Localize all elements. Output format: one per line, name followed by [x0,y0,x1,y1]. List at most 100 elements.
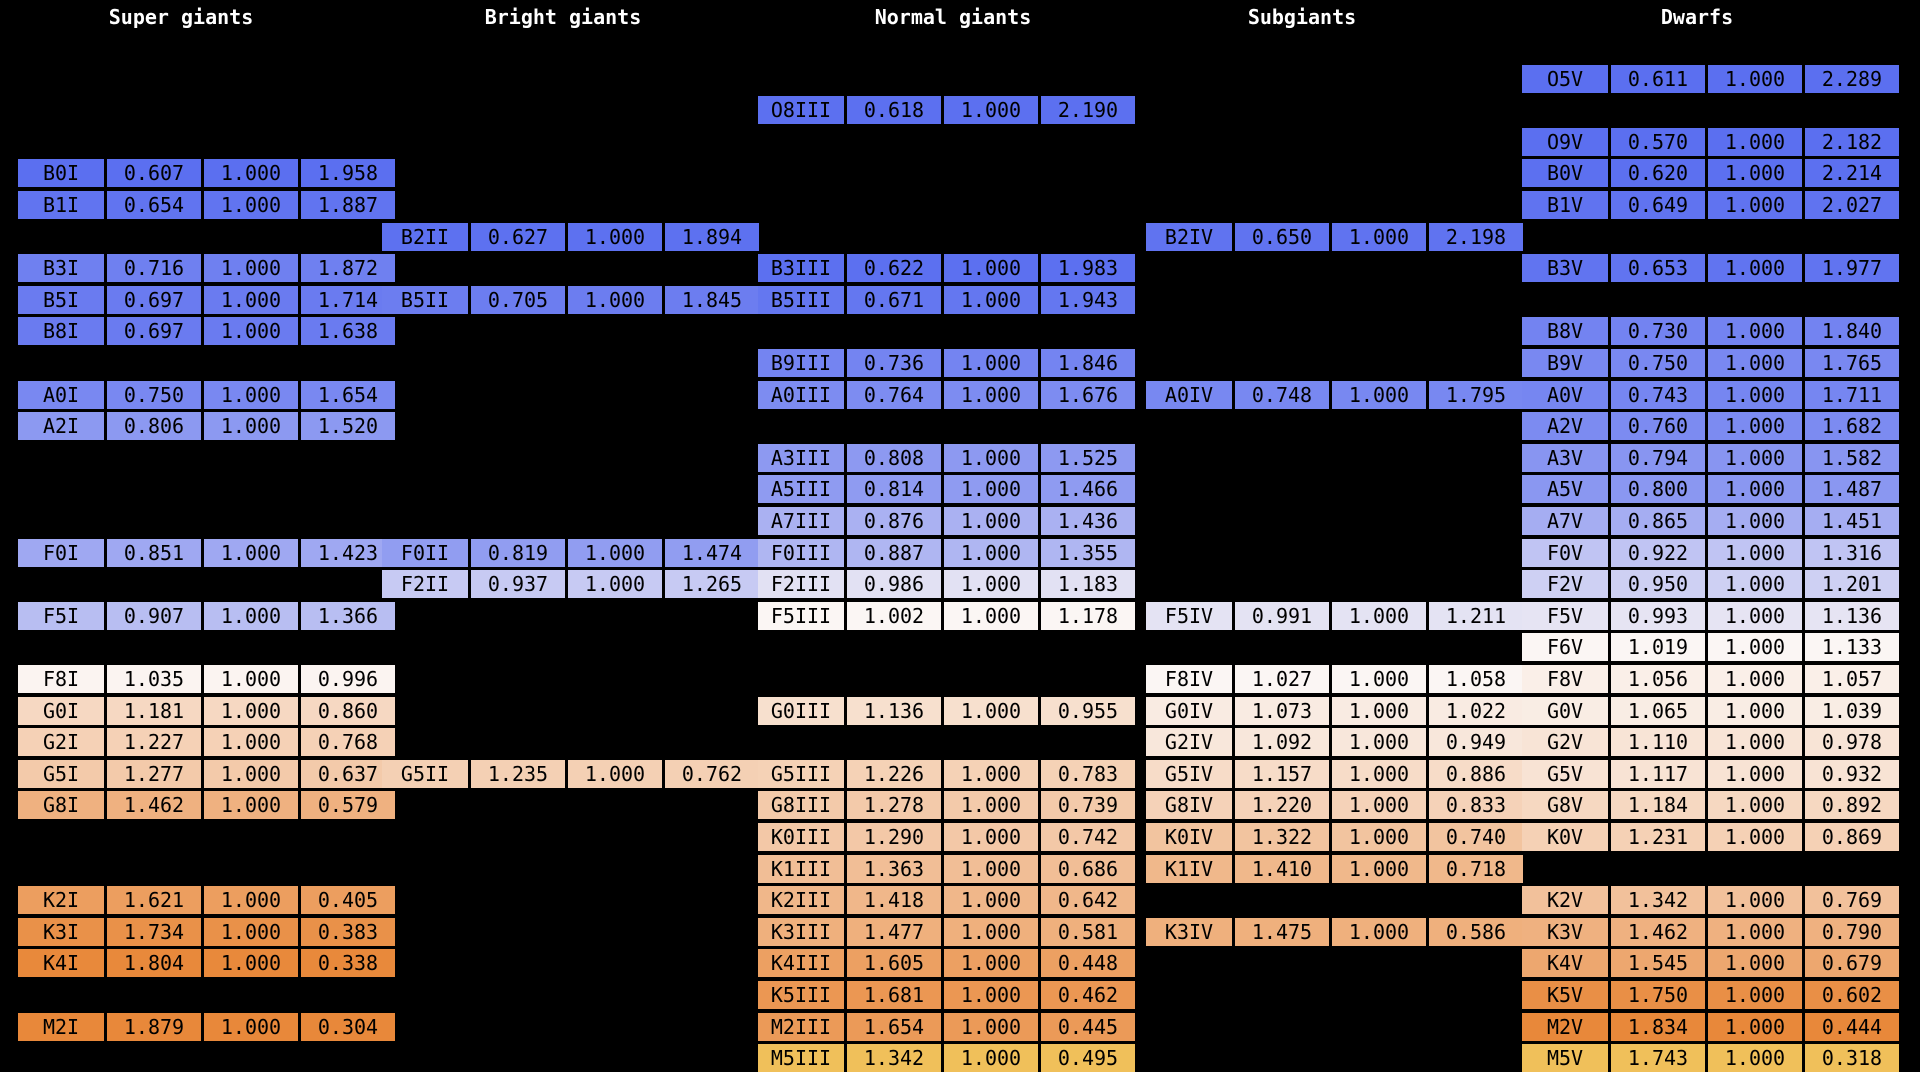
value-cell: 1.227 [107,728,201,756]
value-cell: 1.092 [1235,728,1329,756]
value-cell: 1.000 [944,981,1038,1009]
value-cell: 1.000 [204,665,298,693]
value-cell: 0.886 [1429,760,1523,788]
value-cell: 1.265 [665,570,759,598]
group-header: Subgiants [1247,5,1357,29]
spectral-class-cell: A7V [1522,507,1608,535]
spectral-class-cell: K0IV [1146,823,1232,851]
value-cell: 1.000 [1708,728,1802,756]
value-cell: 0.851 [107,539,201,567]
spectral-class-cell: G0V [1522,697,1608,725]
spectral-class-cell: K2I [18,886,104,914]
value-cell: 1.834 [1611,1013,1705,1041]
spectral-class-cell: K0V [1522,823,1608,851]
spectral-class-cell: G8IV [1146,791,1232,819]
value-cell: 1.058 [1429,665,1523,693]
value-cell: 0.405 [301,886,395,914]
value-cell: 0.869 [1805,823,1899,851]
value-cell: 0.865 [1611,507,1705,535]
value-cell: 0.860 [301,697,395,725]
value-cell: 1.451 [1805,507,1899,535]
value-cell: 0.783 [1041,760,1135,788]
value-cell: 0.986 [847,570,941,598]
value-cell: 1.000 [1708,475,1802,503]
value-cell: 1.000 [568,760,662,788]
value-cell: 1.000 [1332,728,1426,756]
value-cell: 1.290 [847,823,941,851]
value-cell: 1.000 [944,760,1038,788]
spectral-class-cell: A7III [758,507,844,535]
value-cell: 1.000 [944,570,1038,598]
spectral-class-cell: G8I [18,791,104,819]
spectral-class-cell: B0V [1522,159,1608,187]
value-cell: 1.582 [1805,444,1899,472]
value-cell: 1.894 [665,223,759,251]
spectral-class-cell: B5III [758,286,844,314]
value-cell: 1.000 [944,349,1038,377]
spectral-class-cell: G0III [758,697,844,725]
value-cell: 1.879 [107,1013,201,1041]
spectral-class-cell: B1I [18,191,104,219]
value-cell: 1.000 [1708,444,1802,472]
value-cell: 1.073 [1235,697,1329,725]
value-cell: 1.804 [107,949,201,977]
value-cell: 1.000 [1708,317,1802,345]
spectral-class-cell: O9V [1522,128,1608,156]
value-cell: 0.622 [847,254,941,282]
value-cell: 0.705 [471,286,565,314]
value-cell: 1.178 [1041,602,1135,630]
value-cell: 1.226 [847,760,941,788]
spectral-class-cell: G5V [1522,760,1608,788]
value-cell: 0.444 [1805,1013,1899,1041]
spectral-class-cell: A5V [1522,475,1608,503]
value-cell: 1.000 [568,539,662,567]
spectral-class-cell: G5IV [1146,760,1232,788]
value-cell: 1.000 [944,949,1038,977]
value-cell: 1.000 [1708,1013,1802,1041]
value-cell: 1.000 [1708,539,1802,567]
value-cell: 0.730 [1611,317,1705,345]
value-cell: 0.764 [847,381,941,409]
value-cell: 1.000 [944,918,1038,946]
value-cell: 1.487 [1805,475,1899,503]
value-cell: 1.363 [847,855,941,883]
value-cell: 1.474 [665,539,759,567]
value-cell: 0.581 [1041,918,1135,946]
value-cell: 0.607 [107,159,201,187]
value-cell: 1.117 [1611,760,1705,788]
value-cell: 1.714 [301,286,395,314]
value-cell: 1.943 [1041,286,1135,314]
value-cell: 1.750 [1611,981,1705,1009]
spectral-class-cell: A2I [18,412,104,440]
group-header: Super giants [108,5,254,29]
value-cell: 1.322 [1235,823,1329,851]
value-cell: 1.000 [568,286,662,314]
spectral-class-cell: F5I [18,602,104,630]
spectral-class-cell: K3I [18,918,104,946]
value-cell: 1.201 [1805,570,1899,598]
value-cell: 0.806 [107,412,201,440]
value-cell: 1.342 [847,1044,941,1072]
value-cell: 1.654 [847,1013,941,1041]
value-cell: 1.545 [1611,949,1705,977]
value-cell: 1.872 [301,254,395,282]
value-cell: 0.833 [1429,791,1523,819]
value-cell: 1.000 [204,254,298,282]
value-cell: 1.466 [1041,475,1135,503]
value-cell: 1.000 [1708,507,1802,535]
spectral-class-cell: B3V [1522,254,1608,282]
spectral-class-cell: K0III [758,823,844,851]
spectral-class-cell: A0V [1522,381,1608,409]
value-cell: 0.993 [1611,602,1705,630]
value-cell: 1.278 [847,791,941,819]
value-cell: 1.220 [1235,791,1329,819]
value-cell: 1.000 [1708,570,1802,598]
spectral-class-cell: B2IV [1146,223,1232,251]
spectral-class-cell: A3III [758,444,844,472]
value-cell: 1.000 [944,96,1038,124]
value-cell: 1.000 [1332,665,1426,693]
spectral-class-cell: K4III [758,949,844,977]
spectral-class-cell: K3IV [1146,918,1232,946]
value-cell: 1.000 [204,159,298,187]
value-cell: 0.739 [1041,791,1135,819]
